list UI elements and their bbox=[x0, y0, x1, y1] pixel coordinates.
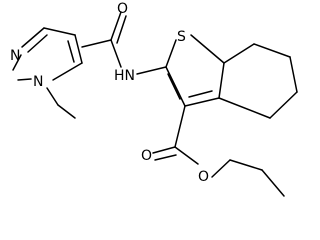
bond-propyl-ch2-ch2 bbox=[229, 159, 263, 171]
bond-pyrazole-c5-n1 bbox=[52, 62, 83, 81]
atom-labels: N N O HN S O O bbox=[10, 1, 209, 185]
bond-amide-c-n bbox=[110, 39, 122, 68]
bond-pyrazole-c4-c5-double bbox=[67, 40, 75, 63]
bond-ester-c-o-double-b bbox=[154, 154, 177, 161]
bond-amide-c-o-double bbox=[116, 15, 127, 44]
bond-pyrazole-n2-c3-double bbox=[27, 34, 48, 53]
bond-thio-c7a-c3a bbox=[218, 62, 225, 99]
bond-pyrazole-n2-c3 bbox=[21, 27, 45, 48]
atom-label-n-methyl: N bbox=[33, 74, 43, 90]
bond-c3-ester-c bbox=[174, 105, 186, 148]
bond-thio-c2-s bbox=[165, 39, 177, 68]
bond-pyrazole-n1-n2 bbox=[12, 54, 22, 71]
bond-amide-c-o bbox=[110, 11, 122, 41]
bond-hex-c7-c6 bbox=[253, 43, 291, 58]
bond-hex-c7a-c7 bbox=[223, 43, 255, 64]
bond-pyrazole-c4-c5 bbox=[74, 34, 83, 64]
bond-ester-c-oether bbox=[174, 146, 199, 165]
bonds bbox=[12, 11, 298, 197]
atom-label-amide-nh: HN bbox=[114, 68, 135, 84]
bond-pyrazole-n1-n2b bbox=[17, 78, 32, 81]
atom-label-amide-oxygen: O bbox=[117, 1, 128, 17]
chemical-structure: N N O HN S O O bbox=[10, 1, 298, 197]
bond-nh-thiophene bbox=[136, 66, 167, 75]
bond-hex-c4-c3a bbox=[218, 97, 271, 119]
bond-propyl-ch2-ch3 bbox=[261, 169, 285, 197]
bond-thio-c3-c3a-double bbox=[188, 90, 213, 98]
bond-hex-c6-c5 bbox=[289, 56, 298, 93]
bond-pyrazole-c3-c4 bbox=[43, 27, 76, 36]
atom-label-n-top: N bbox=[10, 48, 20, 64]
bond-oether-ch2 bbox=[211, 159, 231, 178]
bond-methyl-tip bbox=[57, 104, 76, 119]
bond-n-methyl bbox=[46, 87, 59, 106]
bond-ester-c-o-double-a bbox=[152, 146, 176, 154]
bond-pyrazole-amide-c bbox=[81, 39, 112, 48]
bond-thio-c3-c2 bbox=[165, 66, 186, 107]
bond-thio-c3a-c3 bbox=[184, 97, 220, 107]
atom-label-ester-ether-oxygen: O bbox=[198, 169, 209, 185]
atom-label-thiophene-sulfur: S bbox=[177, 29, 186, 45]
atom-label-ester-carbonyl-oxygen: O bbox=[141, 148, 152, 164]
bond-thio-s-c7a bbox=[190, 34, 225, 64]
bond-thio-c3-c2-double bbox=[167, 73, 181, 100]
bond-hex-c5-c4 bbox=[269, 91, 298, 119]
